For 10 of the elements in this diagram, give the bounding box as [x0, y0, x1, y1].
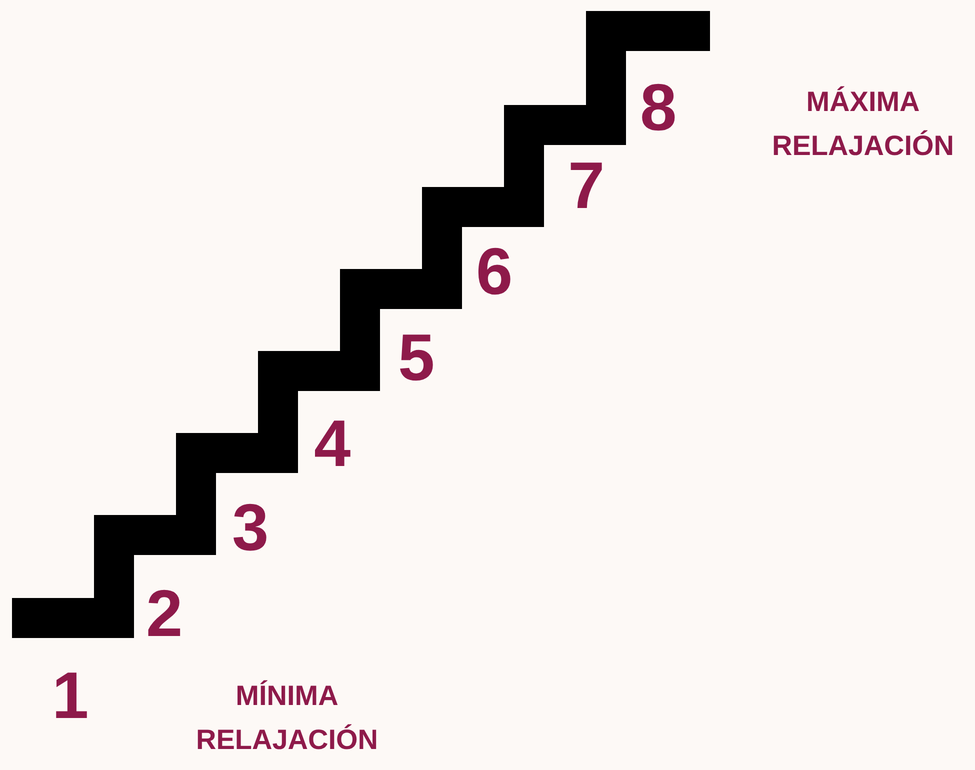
step-number: 2 [146, 578, 183, 648]
step-number: 1 [52, 660, 89, 730]
step-number: 4 [314, 408, 351, 478]
step-number: 3 [232, 492, 269, 562]
step-number: 5 [398, 322, 435, 392]
step-number: 8 [640, 72, 677, 142]
step-number: 7 [568, 150, 605, 220]
caption-text: MÍNIMA RELAJACIÓN [194, 679, 379, 757]
step-number: 6 [476, 236, 513, 306]
caption-text: MÁXIMA RELAJACIÓN [770, 85, 955, 163]
